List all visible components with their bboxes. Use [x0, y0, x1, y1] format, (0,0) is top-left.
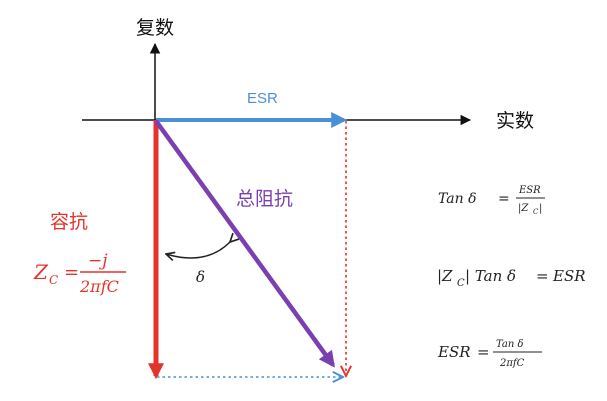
eq1-numerator: ESR: [518, 185, 541, 196]
eq3-lhs: ESR: [437, 343, 471, 361]
equation-esr-formula: ESR = Tan δ 2πfC: [437, 339, 542, 369]
eq1-denominator: |Z: [518, 203, 529, 214]
total-impedance-label: 总阻抗: [236, 188, 293, 210]
capacitor-formula-denominator: 2πfC: [79, 277, 119, 296]
eq1-equals: =: [498, 191, 510, 207]
eq2-equals: =: [536, 267, 549, 285]
capacitor-formula-lhs-sub: C: [49, 273, 58, 287]
capacitor-formula-equals: =: [64, 262, 79, 283]
imaginary-axis-label: 复数: [136, 17, 174, 39]
total-impedance-vector: [154, 119, 335, 368]
eq2-rest: | Tan δ: [465, 267, 516, 285]
angle-label: δ: [196, 268, 205, 286]
eq3-equals: =: [477, 343, 490, 361]
eq1-denominator-sub: C: [533, 208, 539, 216]
eq1-lhs: Tan δ: [438, 191, 477, 207]
eq2-sub: C: [457, 278, 465, 289]
angle-arc: [166, 242, 230, 258]
eq3-numerator: Tan δ: [496, 339, 524, 350]
eq1-denominator-end: |: [539, 203, 542, 214]
esr-vector-label: ESR: [247, 90, 278, 107]
capacitor-formula-numerator: −j: [88, 251, 108, 271]
eq2-rhs: ESR: [552, 267, 586, 285]
eq2-prefix: |Z: [437, 267, 453, 285]
capacitor-formula-lhs: Z: [33, 260, 49, 284]
capacitor-formula: Z C = −j 2πfC: [33, 251, 126, 296]
equation-tan-delta: Tan δ = ESR |Z C |: [438, 185, 545, 216]
equation-esr-product: |Z C | Tan δ = ESR: [437, 267, 586, 289]
eq3-denominator: 2πfC: [499, 358, 525, 369]
real-axis-label: 实数: [496, 110, 534, 132]
capacitive-reactance-label: 容抗: [50, 211, 88, 233]
